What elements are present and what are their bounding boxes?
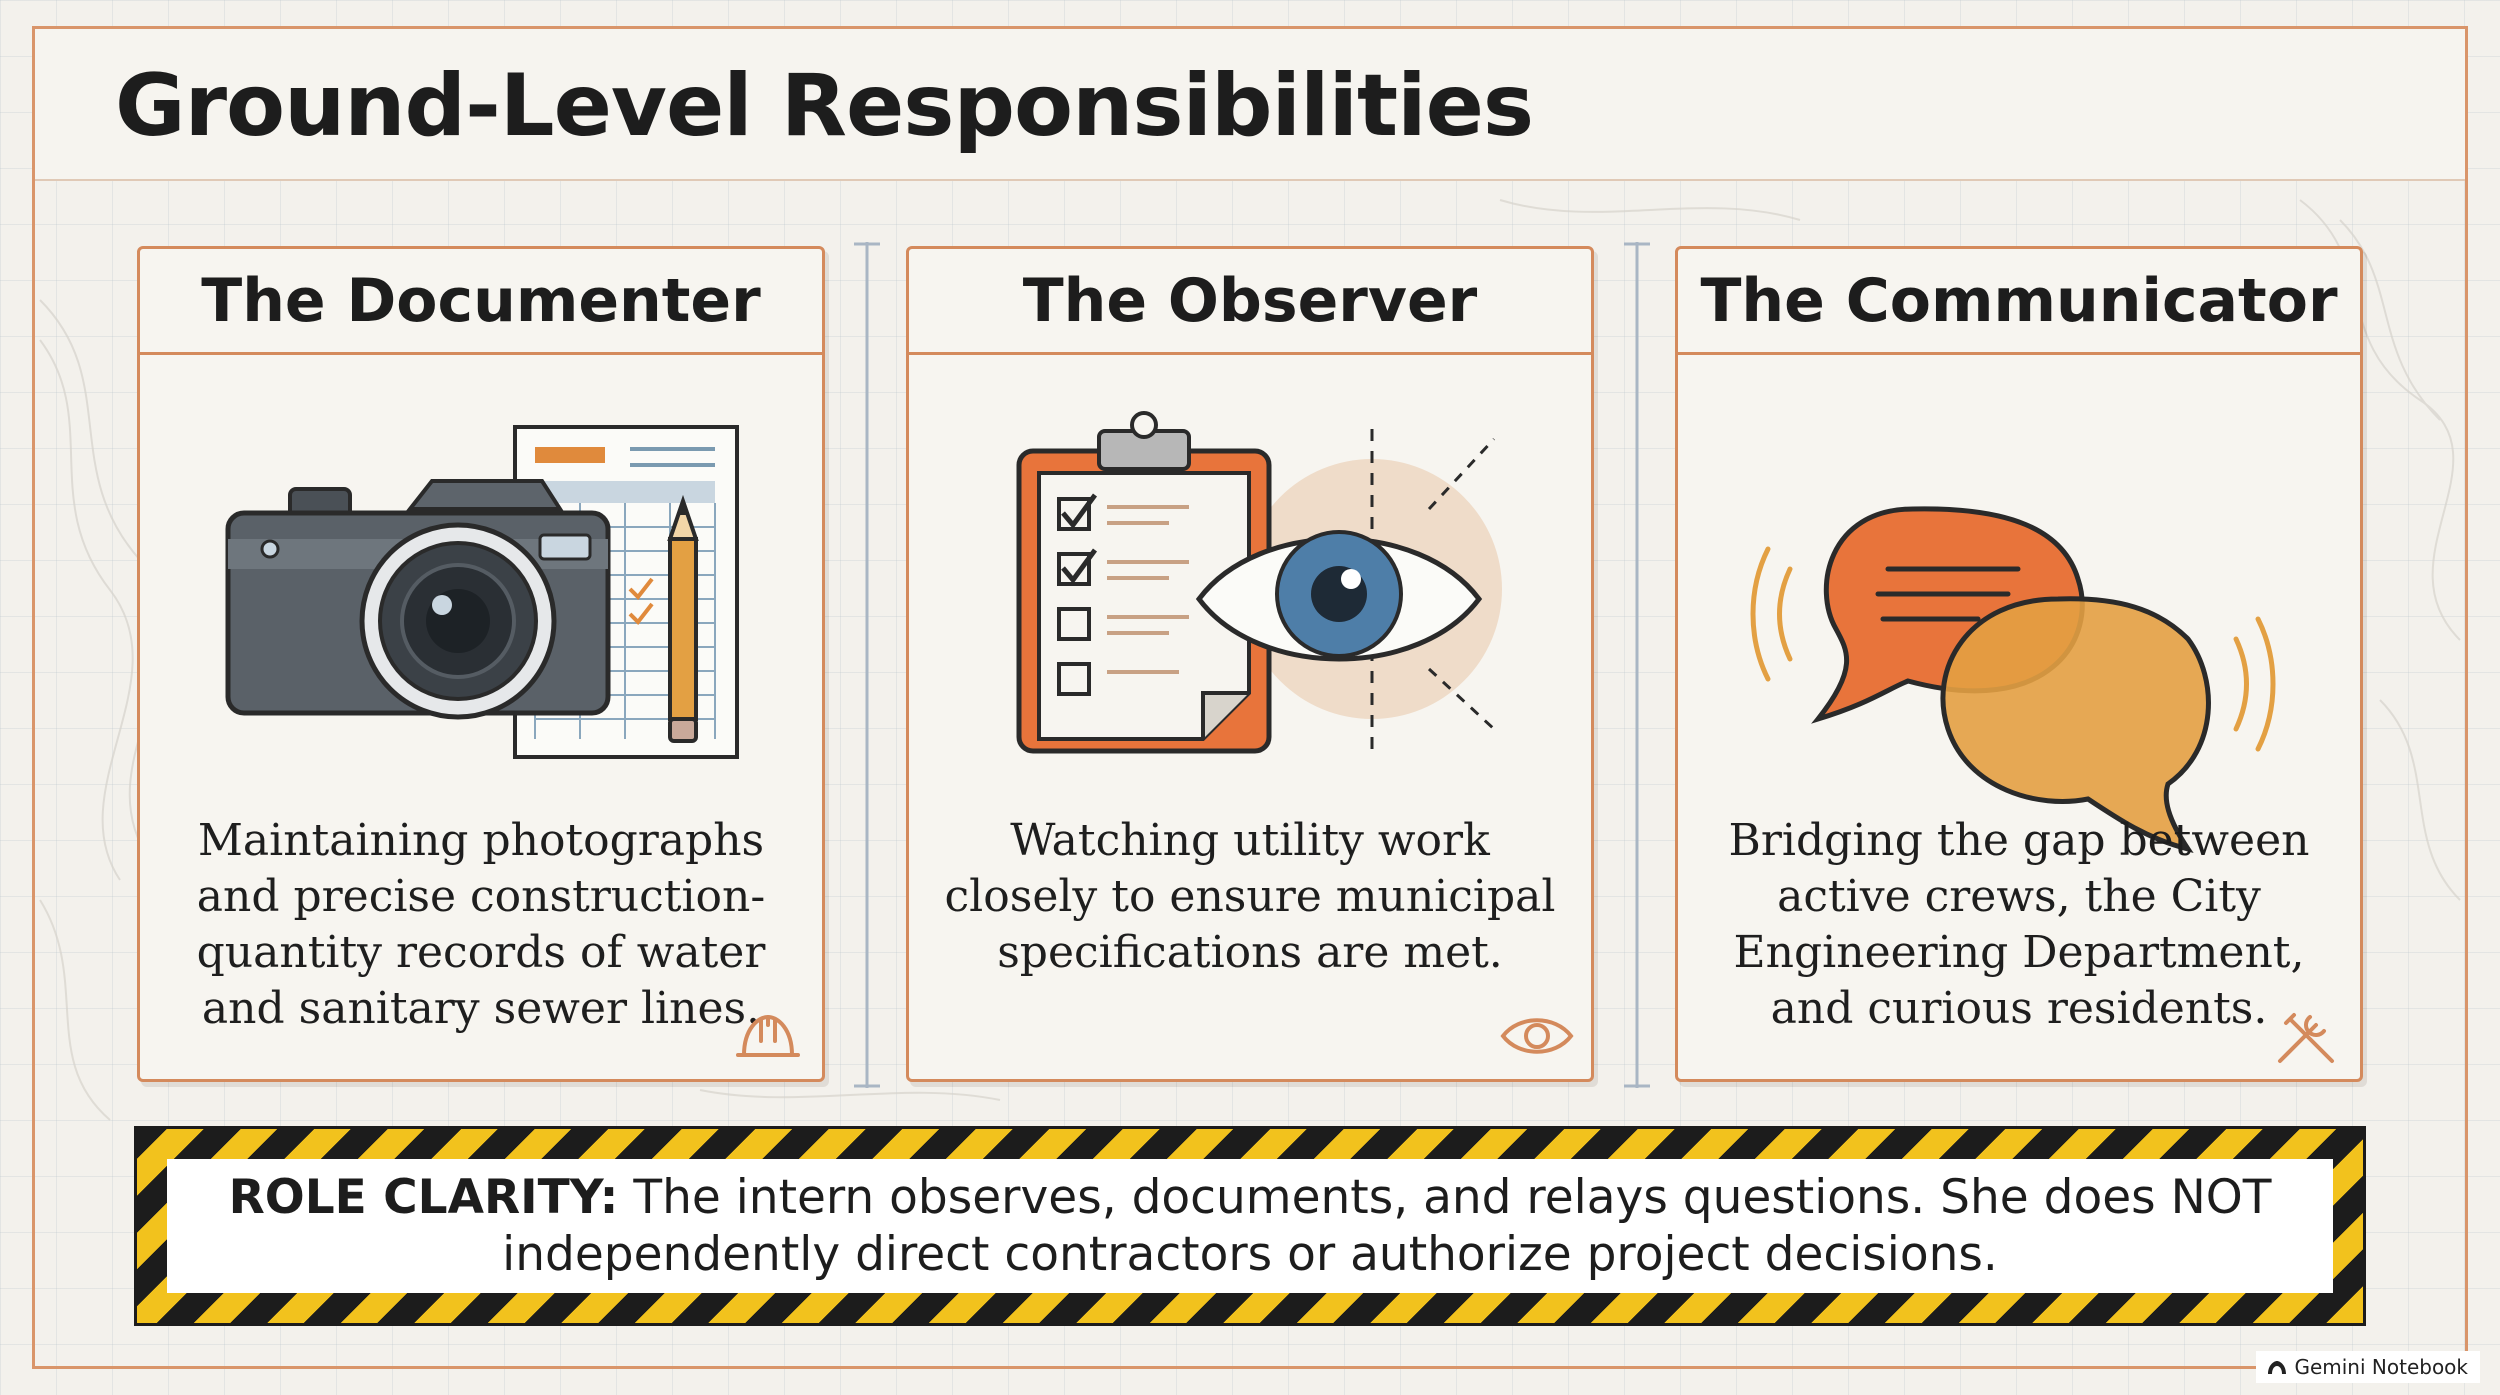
eye-icon: [1500, 1018, 1574, 1054]
hard-hat-icon: [736, 1014, 800, 1057]
camera-and-spreadsheet-illustration: [180, 389, 780, 1029]
card-observer: The Observer: [906, 246, 1594, 1082]
card-divider: [854, 242, 880, 1088]
eye-icon: [1195, 530, 1483, 662]
banner-content: ROLE CLARITY: The intern observes, docum…: [167, 1159, 2333, 1293]
title-band: [35, 29, 2465, 181]
page-title: Ground-Level Responsibilities: [115, 56, 1534, 156]
card-description: Maintaining photographs and precise cons…: [196, 815, 766, 1034]
card-title: The Observer: [1022, 265, 1478, 336]
banner-text: ROLE CLARITY: The intern observes, docum…: [207, 1169, 2293, 1283]
pencil-icon: [667, 494, 699, 743]
card-divider: [1624, 242, 1650, 1088]
watermark: Gemini Notebook: [2256, 1351, 2480, 1383]
speech-bubbles-illustration: [1718, 389, 2318, 1029]
card-header: The Observer: [909, 249, 1591, 355]
card-header: The Documenter: [140, 249, 822, 355]
camera-icon: [225, 479, 611, 720]
role-clarity-banner: ROLE CLARITY: The intern observes, docum…: [134, 1126, 2366, 1326]
clipboard-and-eye-illustration: [949, 389, 1549, 1029]
card-description: Bridging the gap between active crews, t…: [1728, 815, 2310, 1034]
banner-label: ROLE CLARITY:: [228, 1170, 619, 1225]
card-title: The Documenter: [201, 265, 761, 336]
watermark-text: Gemini Notebook: [2294, 1355, 2468, 1379]
card-description: Watching utility work closely to ensure …: [944, 815, 1556, 978]
banner-message: The intern observes, documents, and rela…: [502, 1170, 2272, 1282]
card-title: The Communicator: [1700, 265, 2338, 336]
notebook-logo-icon: [2268, 1361, 2287, 1374]
clipboard-icon: [1016, 411, 1272, 754]
wrench-screwdriver-icon: [2278, 1013, 2334, 1063]
speech-bubble-icon: [1940, 596, 2211, 853]
card-header: The Communicator: [1678, 249, 2360, 355]
slide-frame: [32, 26, 2468, 1369]
card-documenter: The Documenter: [137, 246, 825, 1082]
card-communicator: The Communicator Bridging the ga: [1675, 246, 2363, 1082]
